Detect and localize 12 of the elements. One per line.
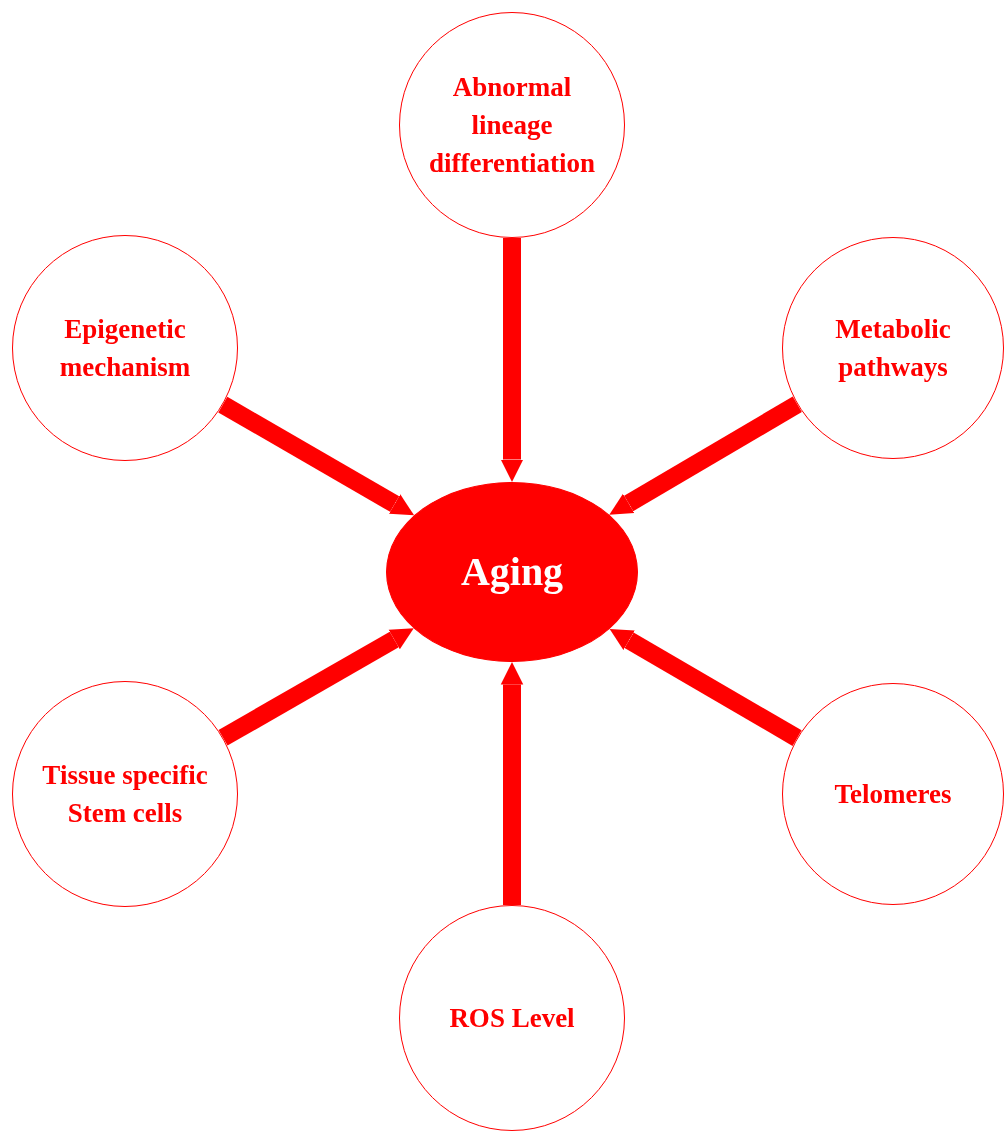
node-label: ROS Level <box>449 1002 575 1035</box>
arrow <box>500 662 524 905</box>
arrow <box>218 396 415 516</box>
arrow <box>609 628 802 746</box>
node-label: Epigenetic mechanism <box>58 313 192 384</box>
arrow <box>218 628 414 746</box>
node-label: Telomeres <box>834 778 952 811</box>
arrow <box>609 396 802 515</box>
node-label: Abnormal lineage differentiation <box>428 71 596 180</box>
node-label: Tissue specific Stem cells <box>41 759 209 830</box>
node-label: Metabolic pathways <box>834 313 952 384</box>
arrow <box>500 238 524 482</box>
